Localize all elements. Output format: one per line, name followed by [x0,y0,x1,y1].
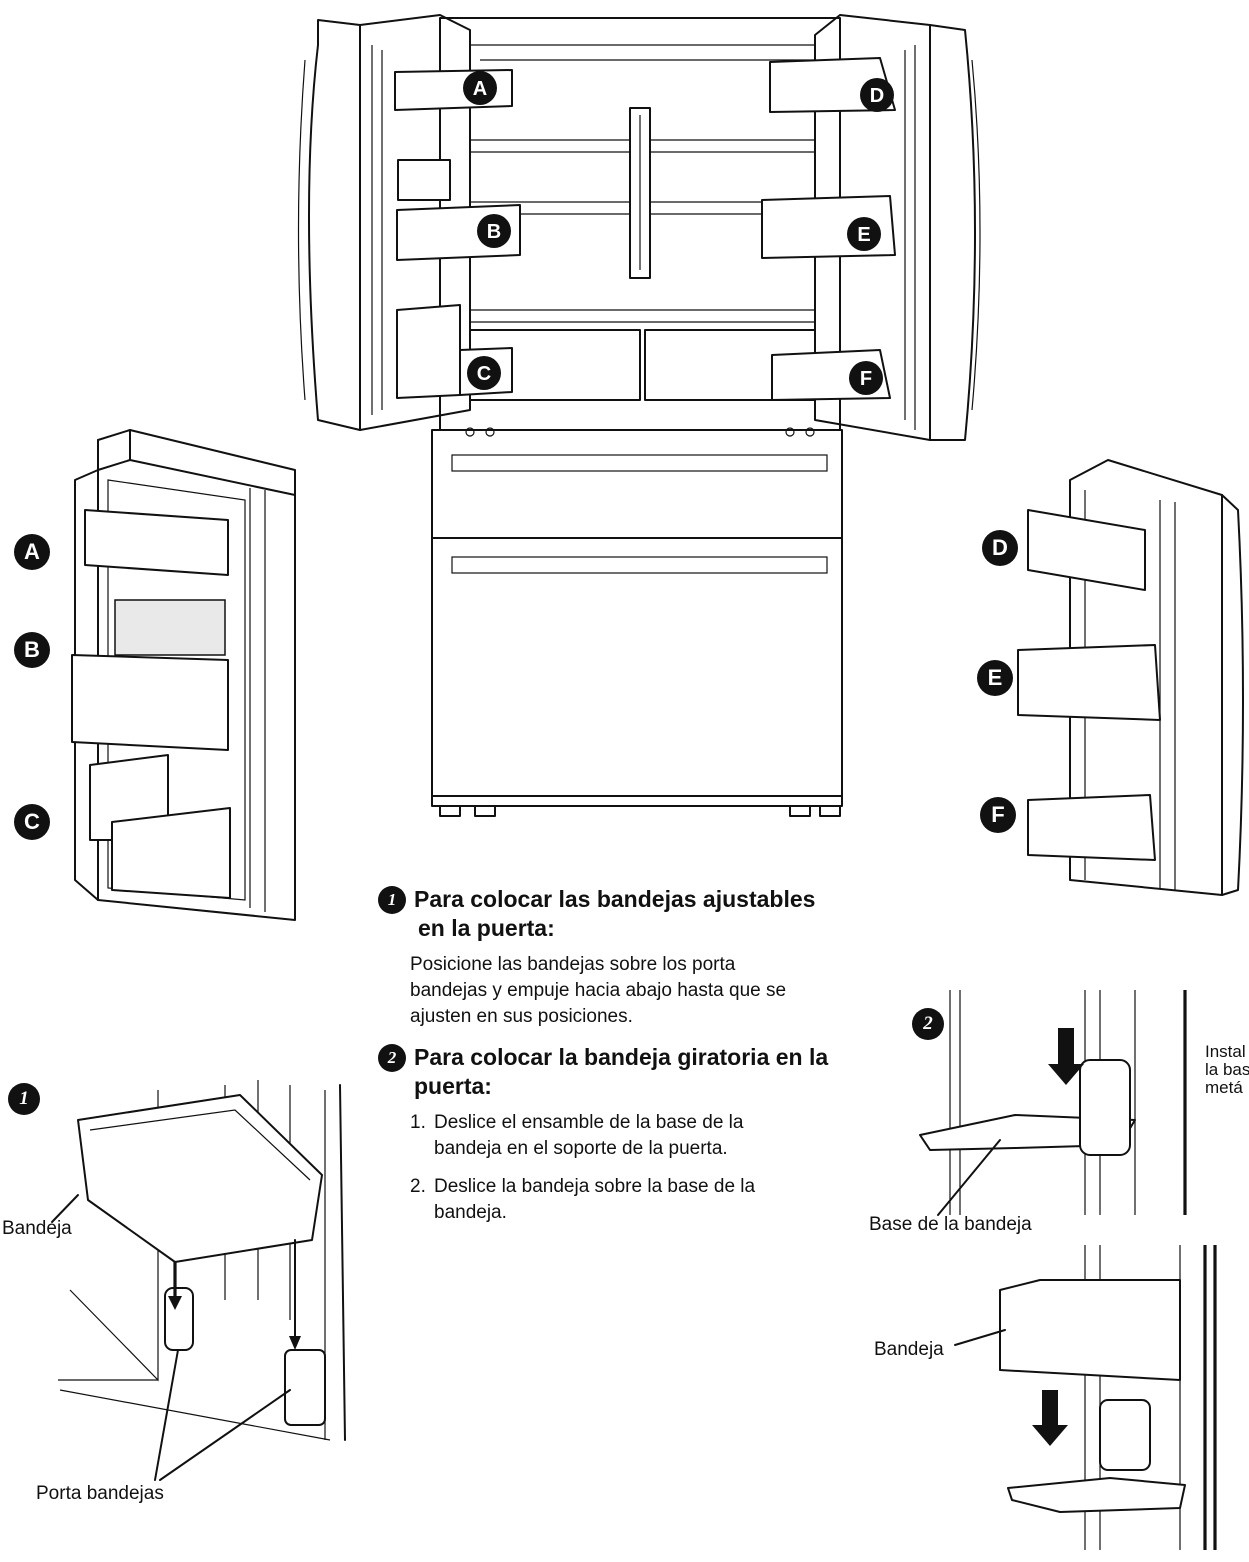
freezer-drawers [431,427,843,817]
right-door-outline [814,14,981,441]
svg-text:F: F [860,368,872,390]
callout-f-badge: F [849,361,883,395]
callout-e-side-badge: E [977,660,1013,696]
label-porta-bandejas: Porta bandejas [36,1483,164,1504]
step-item-line1: Deslice la bandeja sobre la base de la [434,1176,756,1197]
cutoff-text-line3: metá [1205,1078,1243,1097]
step-two-badge-diagram: 2 [912,1008,944,1040]
callout-a-badge: A [463,71,497,105]
left-door-detail [71,429,296,921]
svg-text:A: A [473,78,487,100]
step-item-line2: bandeja en el soporte de la puerta. [434,1138,728,1159]
right-door-detail [1017,459,1244,896]
section-two-steps: 1. Deslice el ensamble de la base de la ba… [410,1110,755,1238]
section-two-title-line1: Para colocar la bandeja giratoria en la [414,1044,829,1070]
rotating-bin-install-diagram [919,990,1217,1550]
cutoff-text-line2: la bas [1205,1060,1249,1079]
left-door-outline [297,14,471,431]
section-one-title: 1 Para colocar las bandejas ajustables en… [378,885,815,942]
step-item: 1. Deslice el ensamble de la base de la ba… [410,1110,755,1162]
step-item-number: 2. [410,1176,426,1197]
label-bandeja-left: Bandeja [2,1218,72,1239]
section-one-body-line1: Posicione las bandejas sobre los porta [410,954,736,975]
callout-a-side-badge: A [14,534,50,570]
svg-text:D: D [870,85,884,107]
step-two-badge: 2 [378,1044,406,1072]
callout-d-side-badge: D [982,530,1018,566]
label-base-bandeja: Base de la bandeja [869,1214,1032,1235]
section-one-body-line2: bandejas y empuje hacia abajo hasta que … [410,980,787,1001]
callout-b-side-badge: B [14,632,50,668]
cutoff-text: Instal la bas metá [1205,1043,1249,1097]
label-bandeja-right: Bandeja [874,1339,944,1360]
callout-e-badge: E [847,217,881,251]
callout-c-badge: C [467,356,501,390]
step-one-badge: 1 [378,886,406,914]
step-item-line1: Deslice el ensamble de la base de la [434,1112,744,1133]
callout-d-badge: D [860,78,894,112]
section-two-title-line2: puerta: [414,1073,492,1099]
cutoff-text-line1: Instal [1205,1042,1246,1061]
step-one-badge-diagram: 1 [8,1083,40,1115]
svg-text:B: B [487,221,501,243]
svg-text:C: C [477,363,491,385]
section-one-title-line2: en la puerta: [418,915,555,941]
adjustable-bin-install-diagram [51,1080,346,1481]
step-item: 2. Deslice la bandeja sobre la base de la… [410,1174,755,1226]
callout-b-badge: B [477,214,511,248]
step-item-line2: bandeja. [434,1202,507,1223]
section-one-body-line3: ajusten en sus posiciones. [410,1006,633,1027]
section-two-title: 2 Para colocar la bandeja giratoria en la… [378,1043,828,1100]
callout-f-side-badge: F [980,797,1016,833]
callout-c-side-badge: C [14,804,50,840]
svg-text:E: E [857,224,870,246]
section-one-title-line1: Para colocar las bandejas ajustables [414,886,816,912]
step-item-number: 1. [410,1112,426,1133]
section-one-body: Posicione las bandejas sobre los porta b… [410,952,786,1030]
